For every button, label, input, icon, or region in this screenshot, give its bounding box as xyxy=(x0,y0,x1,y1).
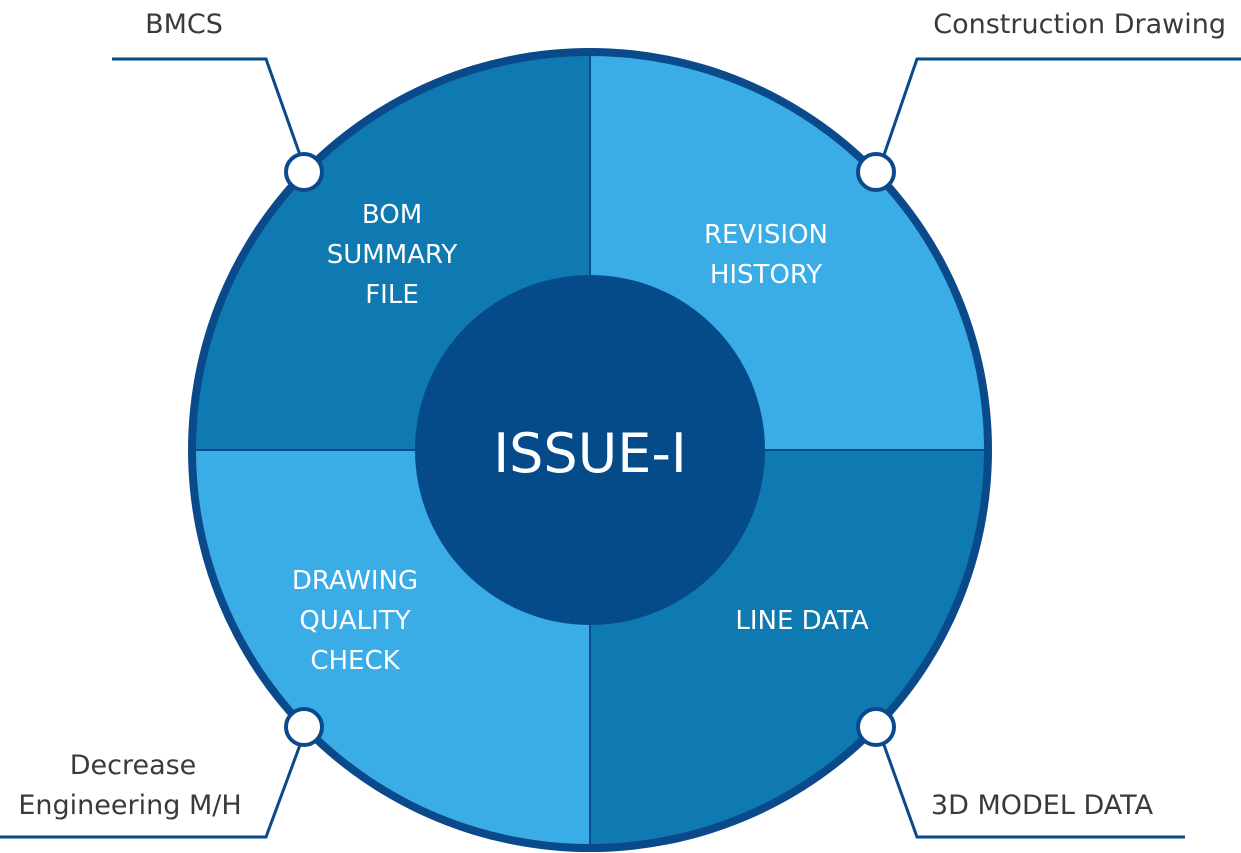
callout-node-top-right[interactable] xyxy=(856,152,896,192)
quadrant-bottom-left-line-3: CHECK xyxy=(310,646,400,676)
quadrant-top-left-line-3: FILE xyxy=(365,280,419,310)
quadrant-top-right-line-1: REVISION xyxy=(704,220,828,250)
quadrant-top-left-line-1: BOM xyxy=(362,200,422,230)
callout-connector-bottom-left xyxy=(0,744,302,839)
callout-connector-top-right xyxy=(882,57,1241,156)
center-circle[interactable] xyxy=(415,275,765,625)
callout-node-bottom-left[interactable] xyxy=(284,707,324,747)
callout-connector-bottom-right xyxy=(882,744,1185,839)
center-label: ISSUE-I xyxy=(493,422,687,485)
callout-label-bottom-left-line-2: Engineering M/H xyxy=(18,790,241,821)
callout-label-bottom-right: 3D MODEL DATA xyxy=(931,790,1154,821)
quadrant-bottom-left-line-2: QUALITY xyxy=(299,606,410,636)
quadrant-bottom-left-line-1: DRAWING xyxy=(292,566,418,596)
callout-node-bottom-right[interactable] xyxy=(856,707,896,747)
quadrant-top-left-line-2: SUMMARY xyxy=(327,240,458,270)
quadrant-top-right-line-2: HISTORY xyxy=(710,260,822,290)
callout-label-top-left: BMCS xyxy=(145,9,223,40)
callout-label-bottom-left-line-1: Decrease xyxy=(70,750,197,781)
callout-label-top-right: Construction Drawing xyxy=(933,9,1226,40)
callout-node-top-left[interactable] xyxy=(284,152,324,192)
callout-connector-top-left xyxy=(112,57,302,156)
quadrant-bottom-right-line-1: LINE DATA xyxy=(735,606,868,636)
